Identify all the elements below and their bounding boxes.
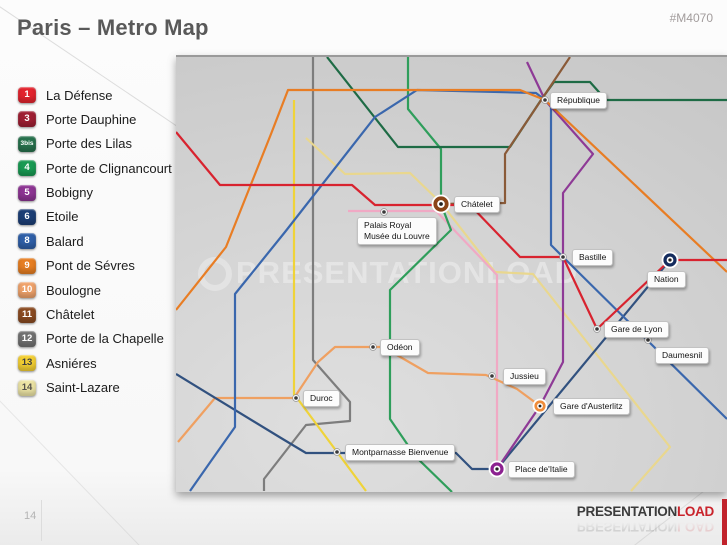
legend-label: Châtelet [46, 307, 95, 323]
station-label-gare-austerlitz: Gare d'Austerlitz [553, 398, 630, 415]
legend-label: Pont de Sévres [46, 258, 135, 274]
metro-line-10-lightorange [177, 345, 541, 443]
station-label-odeon: Odéon [380, 339, 420, 356]
line-badge-5: 5 [18, 184, 36, 201]
line-badge-13: 13 [18, 355, 36, 372]
legend-item-8: 8 Balard [18, 233, 172, 250]
line-badge-9: 9 [18, 257, 36, 274]
legend: 1 La Défense 3 Porte Dauphine 3bis Porte des … [18, 87, 172, 404]
station-label-gare-de-lyon: Gare de Lyon [604, 321, 670, 338]
slide-id-tag: #M4070 [669, 11, 713, 25]
station-label-jussieu: Jussieu [503, 368, 546, 385]
legend-item-3: 3 Porte Dauphine [18, 111, 172, 128]
legend-item-11: 11 Châtelet [18, 306, 172, 323]
page-number: 14 [24, 510, 37, 522]
station-label-chatelet: Chátelet [454, 196, 500, 213]
legend-label: Porte Dauphine [46, 111, 137, 127]
red-edge-bar [722, 499, 727, 545]
legend-item-1: 1 La Défense [18, 87, 172, 103]
brand-part-presentation: PRESENTATION [576, 504, 677, 519]
legend-label: Boulogne [46, 282, 101, 298]
metro-line-14-cream [305, 137, 672, 492]
legend-item-3bis: 3bis Porte des Lilas [18, 135, 172, 152]
station-label-montparnasse: Montparnasse Bienvenue [345, 444, 456, 461]
station-label-place-italie: Place de'Italie [508, 461, 575, 478]
station-label-daumesnil: Daumesnil [655, 347, 710, 364]
line-badge-3bis: 3bis [18, 135, 36, 152]
brand-logo-reflection: PRESENTATIONLOAD [576, 519, 714, 534]
metro-line-7-pink [348, 209, 499, 469]
legend-label: Saint-Lazare [46, 380, 120, 396]
station-label-nation: Nation [647, 271, 686, 288]
legend-item-10: 10 Boulogne [18, 282, 172, 299]
station-label-republique: République [550, 92, 608, 109]
metro-line-9-orange [176, 88, 727, 311]
legend-item-14: 14 Saint-Lazare [18, 379, 172, 396]
line-badge-8: 8 [18, 233, 36, 250]
line-badge-14: 14 [18, 379, 36, 396]
brand-part-load: LOAD [676, 504, 714, 519]
legend-label: Balard [46, 233, 84, 249]
footer-divider [41, 500, 42, 541]
legend-item-12: 12 Porte de la Chapelle [18, 330, 172, 347]
station-label-bastille: Bastille [572, 249, 614, 266]
legend-label: Asniéres [46, 355, 97, 371]
line-badge-3: 3 [18, 111, 36, 128]
legend-item-9: 9 Pont de Sévres [18, 257, 172, 274]
brand-logo: PRESENTATIONLOAD PRESENTATIONLOAD [576, 504, 715, 535]
metro-line-4-green [388, 57, 453, 492]
line-badge-10: 10 [18, 282, 36, 299]
metro-line-6-navy [176, 259, 671, 471]
legend-label: Porte de Clignancourt [46, 160, 172, 176]
brand-logo-text: PRESENTATIONLOAD [576, 504, 715, 519]
line-badge-11: 11 [18, 306, 36, 323]
line-badge-1: 1 [18, 87, 36, 103]
metro-line-3bis-darkgreen [326, 57, 727, 149]
line-badge-12: 12 [18, 330, 36, 347]
line-badge-6: 6 [18, 208, 36, 225]
legend-label: La Défense [46, 87, 113, 103]
legend-item-13: 13 Asniéres [18, 355, 172, 372]
metro-line-12-gray [262, 57, 352, 491]
legend-label: Bobigny [46, 185, 93, 201]
legend-label: Etoile [46, 209, 79, 225]
metro-line-13-yellow [292, 100, 367, 492]
metro-map-svg [176, 57, 727, 492]
line-badge-4: 4 [18, 160, 36, 177]
legend-item-5: 5 Bobigny [18, 184, 172, 201]
legend-label: Porte de la Chapelle [46, 331, 164, 347]
legend-item-4: 4 Porte de Clignancourt [18, 160, 172, 177]
metro-line-1-red [176, 131, 727, 331]
page-title: Paris – Metro Map [17, 15, 209, 40]
legend-label: Porte des Lilas [46, 136, 132, 152]
legend-item-6: 6 Etoile [18, 208, 172, 225]
station-label-duroc: Duroc [303, 390, 340, 407]
